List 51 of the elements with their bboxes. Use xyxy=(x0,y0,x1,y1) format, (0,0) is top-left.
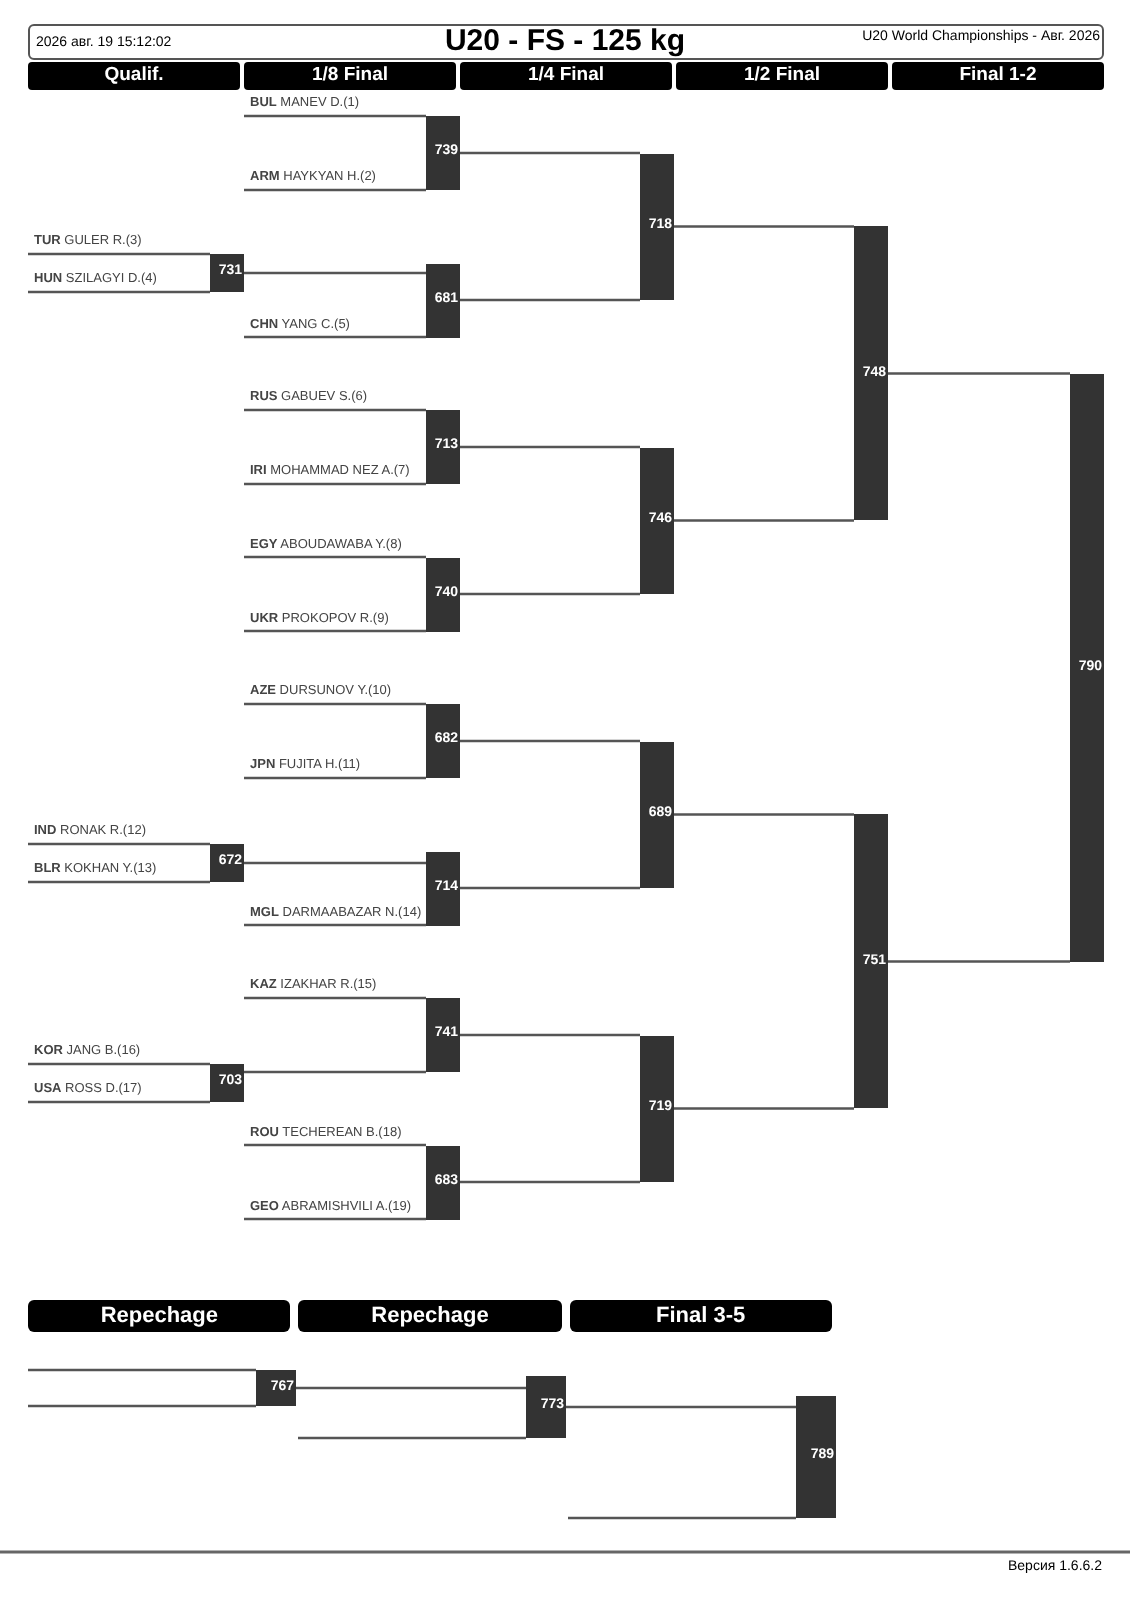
bracket-line xyxy=(460,298,640,302)
bracket-line xyxy=(298,1436,526,1440)
bracket-line xyxy=(244,271,426,275)
column-header: Qualif. xyxy=(28,62,240,90)
bracket-line xyxy=(244,1217,426,1221)
bracket-line xyxy=(28,1100,210,1104)
bracket-line xyxy=(460,1180,640,1184)
bracket-line xyxy=(28,252,210,256)
bracket-line xyxy=(244,923,426,927)
bracket-line xyxy=(888,960,1070,963)
bracket-line xyxy=(296,1386,526,1390)
bracket-line xyxy=(28,842,210,846)
bracket-line xyxy=(28,1404,256,1408)
bracket-line xyxy=(244,996,426,1000)
bracket-line xyxy=(460,445,640,449)
bracket-line xyxy=(244,188,426,192)
bracket-line xyxy=(244,114,426,118)
column-header: Repechage xyxy=(298,1300,562,1332)
bracket-line xyxy=(568,1516,796,1520)
column-header: 1/4 Final xyxy=(460,62,672,90)
bracket-line xyxy=(244,776,426,780)
bracket-line xyxy=(244,335,426,339)
bracket-line xyxy=(244,1143,426,1147)
bracket-line xyxy=(888,372,1070,375)
bracket-line xyxy=(460,1033,640,1037)
page-title: U20 - FS - 125 kg xyxy=(442,24,688,60)
bracket-line xyxy=(244,861,426,865)
bracket-line xyxy=(244,629,426,633)
bracket-line xyxy=(28,290,210,294)
bracket-line xyxy=(28,1368,256,1372)
bracket-line xyxy=(566,1405,796,1409)
bracket-line xyxy=(460,592,640,596)
bracket-line xyxy=(460,151,640,155)
bracket-line xyxy=(460,739,640,743)
bracket-line xyxy=(674,225,854,228)
bracket-line xyxy=(28,1062,210,1066)
bracket-line xyxy=(674,519,854,522)
column-header: Final 3-5 xyxy=(569,1300,832,1332)
column-header: Repechage xyxy=(28,1300,291,1332)
bracket-line xyxy=(674,1107,854,1110)
bracket-line xyxy=(460,886,640,890)
column-header: 1/8 Final xyxy=(244,62,456,90)
bracket-line xyxy=(244,1070,426,1074)
bracket-line xyxy=(244,482,426,486)
bracket-line xyxy=(244,555,426,559)
column-header: Final 1-2 xyxy=(892,62,1104,90)
bracket-line xyxy=(244,702,426,706)
bracket-line xyxy=(244,408,426,412)
column-header: 1/2 Final xyxy=(676,62,888,90)
bracket-line xyxy=(674,813,854,816)
bracket-line xyxy=(28,880,210,884)
